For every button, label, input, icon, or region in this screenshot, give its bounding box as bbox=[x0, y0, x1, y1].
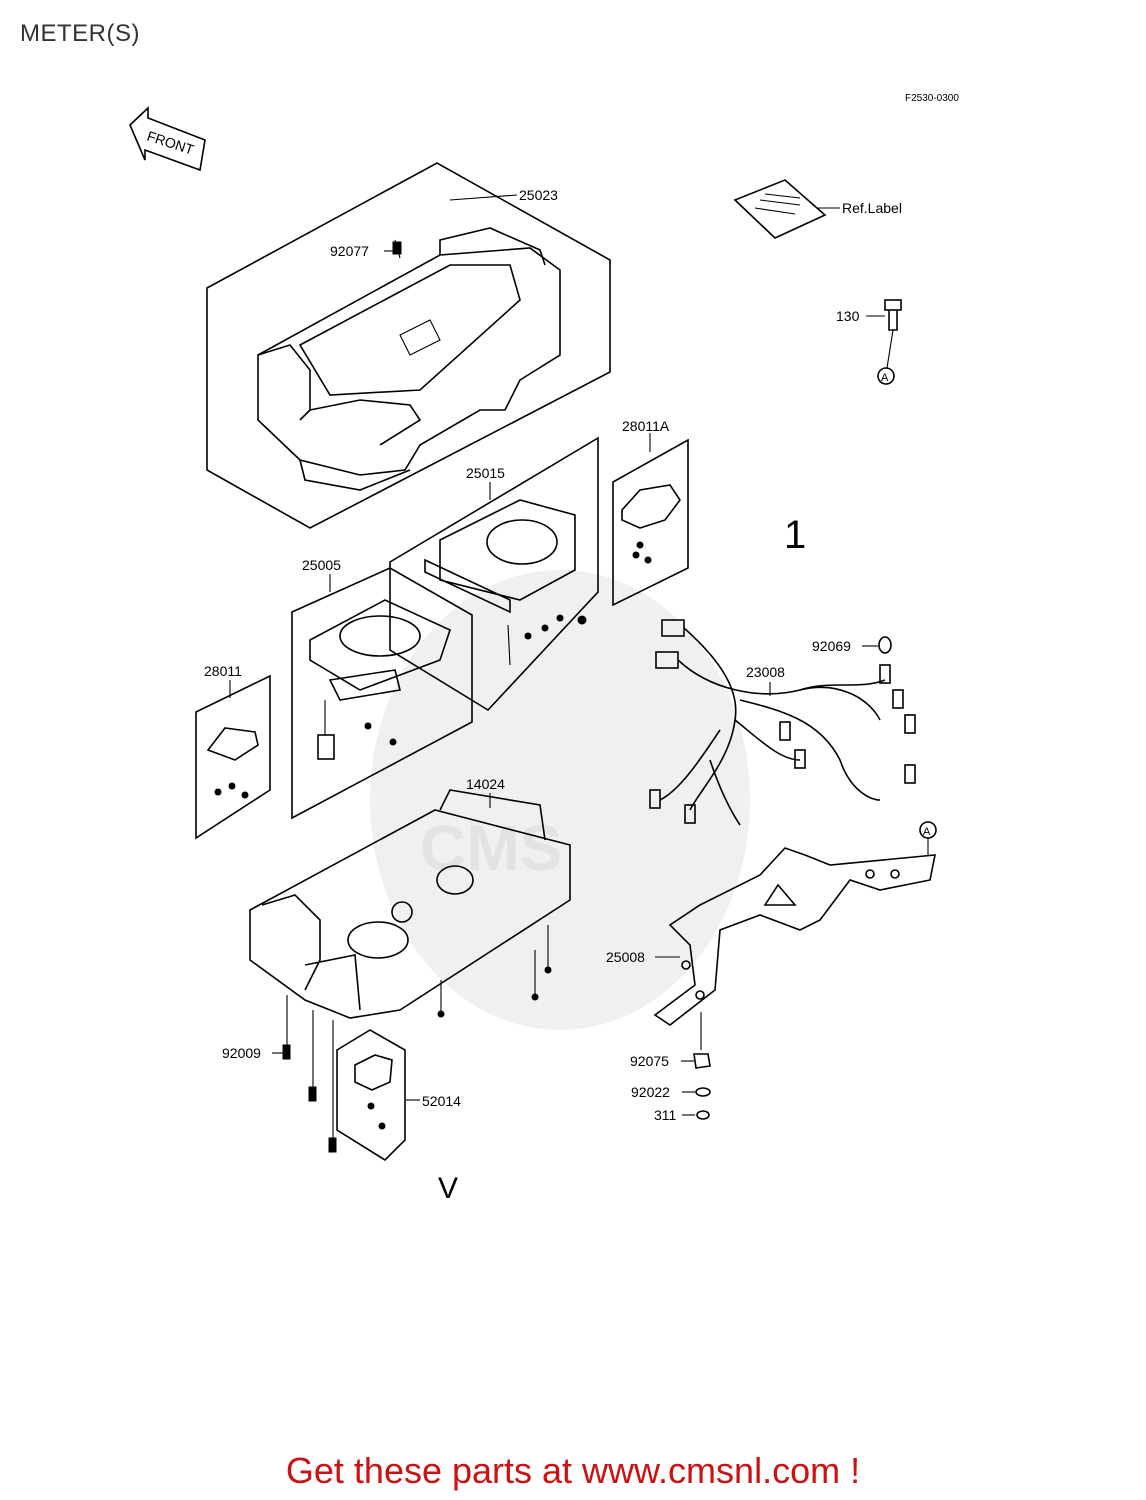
callout-92075: 92075 bbox=[630, 1053, 669, 1069]
part-28011: 28011 bbox=[195, 663, 271, 840]
drawing-code: F2530-0300 bbox=[905, 93, 959, 104]
callout-25005: 25005 bbox=[302, 557, 341, 573]
callout-52014: 52014 bbox=[422, 1093, 461, 1109]
section-mark-1: 1 bbox=[784, 513, 806, 557]
part-92075-92022-311: 92075 92022 311 bbox=[630, 1012, 711, 1123]
ref-label-text: Ref.Label bbox=[842, 200, 902, 216]
callout-25008: 25008 bbox=[606, 949, 645, 965]
callout-130: 130 bbox=[836, 308, 860, 324]
callout-28011A: 28011A bbox=[622, 418, 670, 434]
callout-23008: 23008 bbox=[746, 664, 785, 680]
callout-25023: 25023 bbox=[519, 187, 558, 203]
part-25005-speedometer: 25005 bbox=[291, 557, 473, 820]
footer-link[interactable]: Get these parts at www.cmsnl.com ! bbox=[285, 1450, 861, 1491]
part-25008-bracket: A 25008 bbox=[606, 821, 937, 1026]
part-25023-meter-cover: 25023 92077 bbox=[206, 162, 611, 529]
watermark-text: CMS bbox=[420, 812, 562, 884]
page-title: METER(S) bbox=[20, 20, 140, 47]
callout-28011: 28011 bbox=[204, 663, 242, 679]
ref-marker-a-top: A bbox=[881, 372, 889, 384]
part-14024-meter-case: 14024 bbox=[249, 776, 571, 1019]
part-25015-tachometer: 25015 bbox=[389, 436, 599, 712]
front-arrow-icon: FRONT bbox=[129, 106, 206, 172]
watermark: CMS bbox=[370, 570, 750, 1030]
callout-92069: 92069 bbox=[812, 638, 851, 654]
meter-parts-diagram: CMS F2530-0300 FRONT Ref.Label 25023 920… bbox=[129, 93, 959, 1205]
section-mark-2: V bbox=[438, 1172, 458, 1205]
callout-92077: 92077 bbox=[330, 243, 369, 259]
part-28011A: 28011A bbox=[612, 418, 689, 607]
part-52014: 52014 bbox=[336, 1029, 461, 1162]
callout-92022: 92022 bbox=[631, 1084, 670, 1100]
part-130-bolt: 130 A bbox=[836, 299, 902, 385]
callout-92009: 92009 bbox=[222, 1045, 261, 1061]
ref-marker-a-bracket: A bbox=[923, 826, 931, 838]
ref-label-group: Ref.Label bbox=[733, 179, 902, 239]
callout-25015: 25015 bbox=[466, 465, 505, 481]
part-92009-screws: 92009 bbox=[222, 995, 337, 1153]
part-23008-wiring-harness: 92069 23008 bbox=[649, 619, 916, 826]
callout-311: 311 bbox=[654, 1107, 677, 1123]
callout-14024: 14024 bbox=[466, 776, 505, 792]
